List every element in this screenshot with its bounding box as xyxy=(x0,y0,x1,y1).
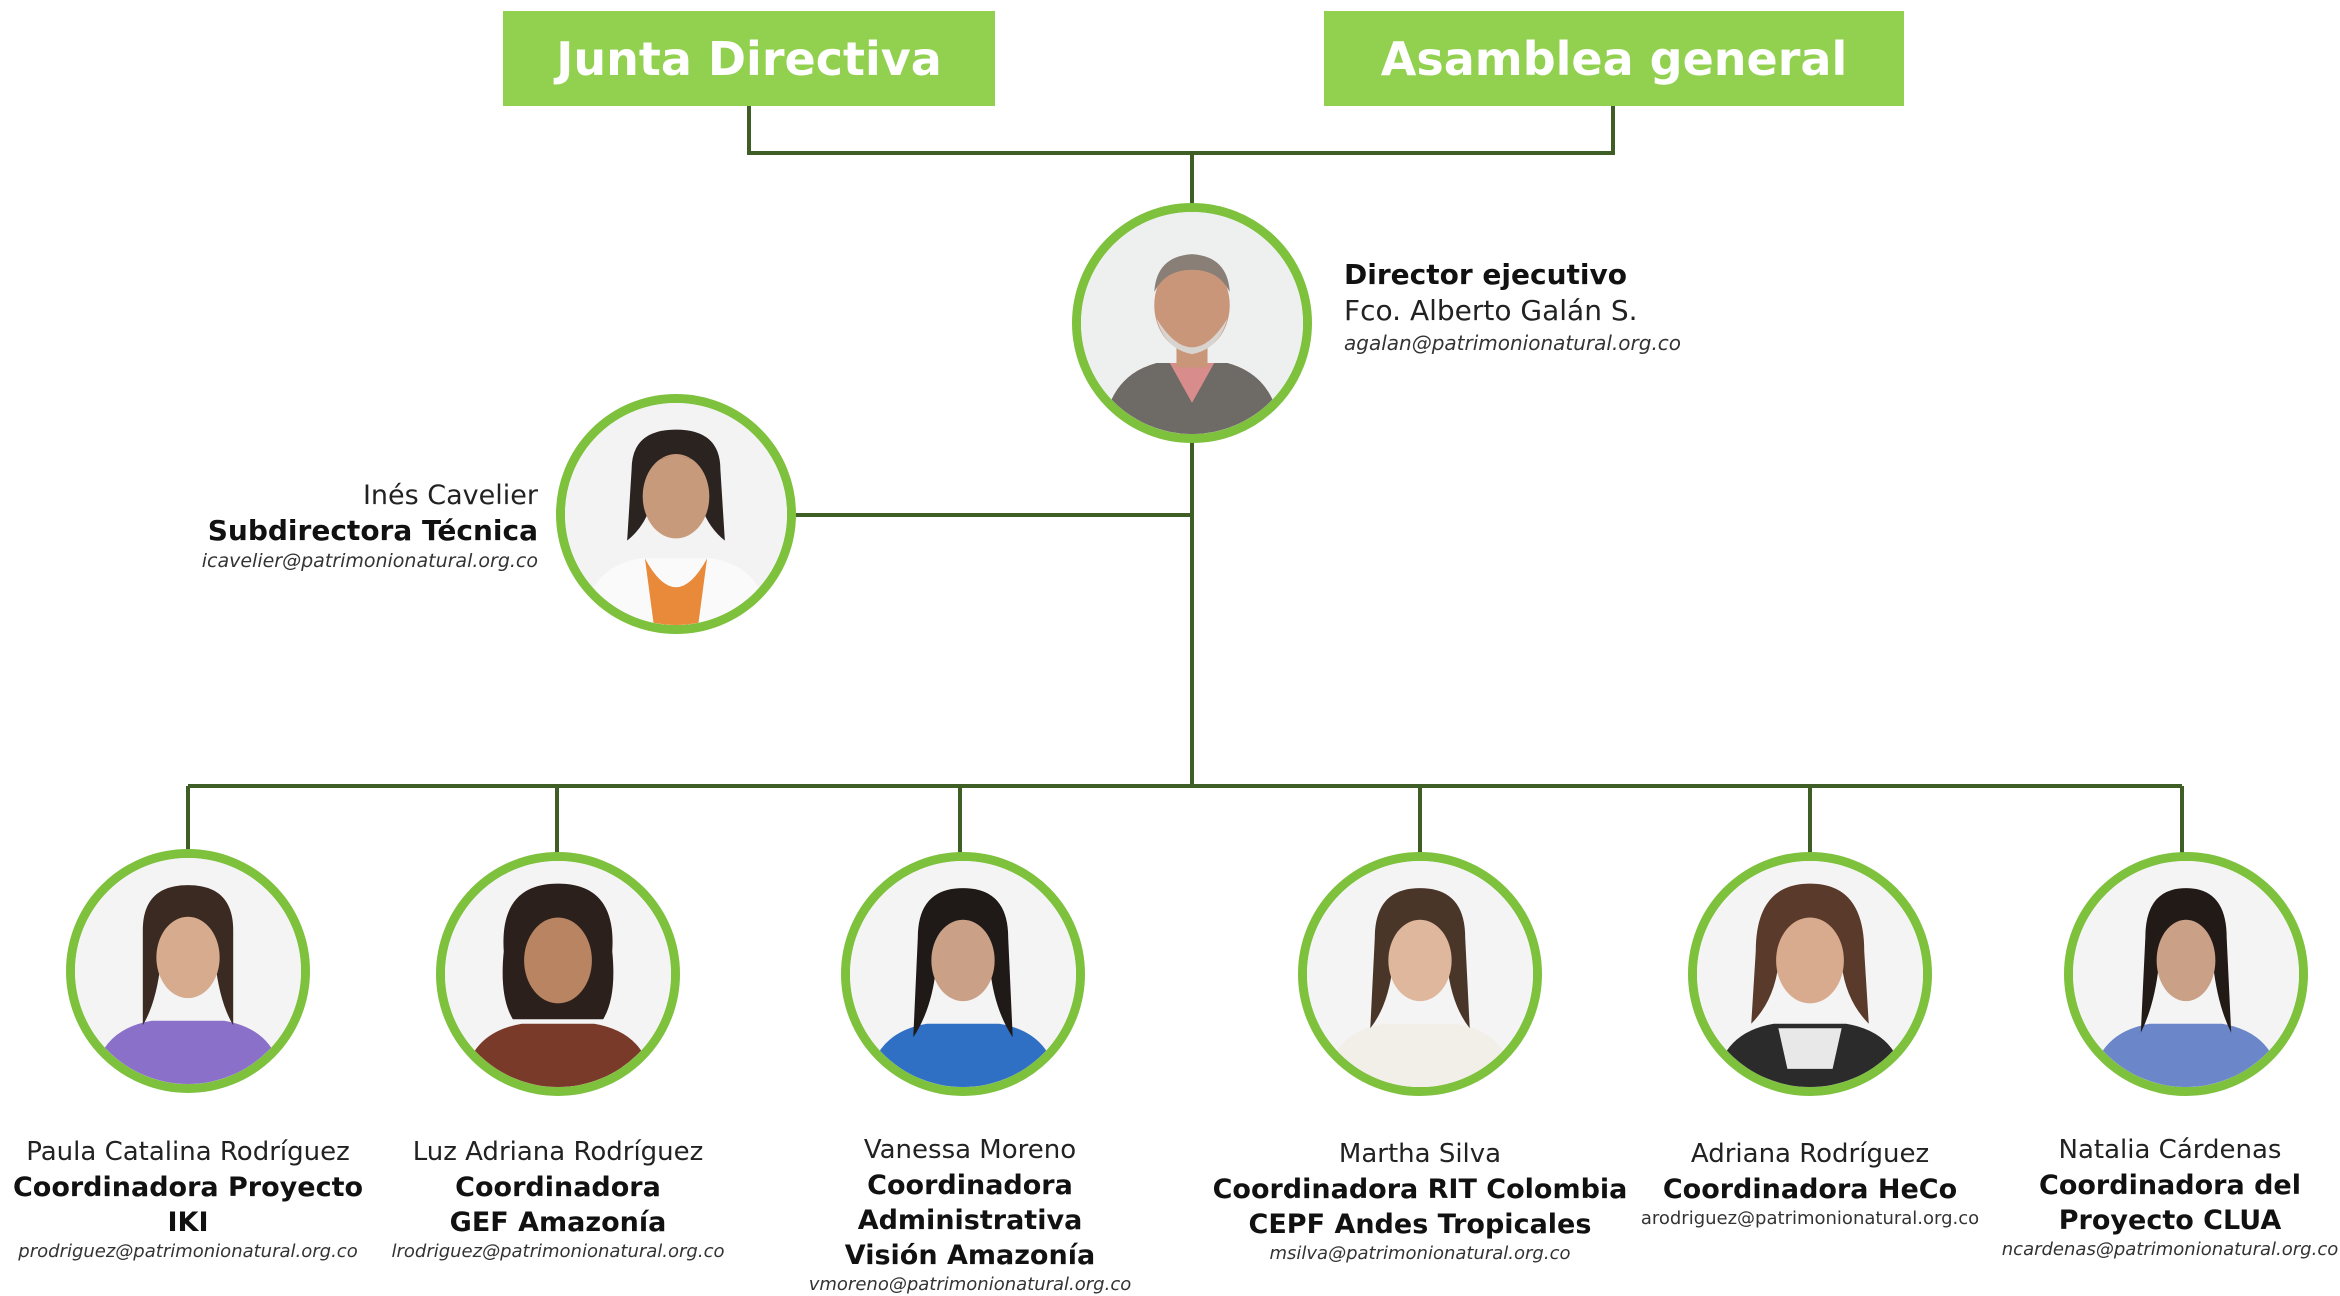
staff-role-line: Coordinadora xyxy=(455,1171,661,1203)
person-portrait-icon xyxy=(2073,861,2299,1087)
subdirectora-label: Inés Cavelier Subdirectora Técnica icave… xyxy=(202,478,538,574)
staff-photo-4 xyxy=(1298,852,1542,1096)
director-role: Director ejecutivo xyxy=(1344,258,1627,291)
person-portrait-icon xyxy=(445,861,671,1087)
staff-label-1: Paula Catalina Rodríguez Coordinadora Pr… xyxy=(0,1136,376,1263)
asamblea-general-label: Asamblea general xyxy=(1380,31,1848,86)
staff-email: vmoreno@patrimonionatural.org.co xyxy=(808,1274,1132,1296)
person-portrait-icon xyxy=(565,403,787,625)
director-label: Director ejecutivo Fco. Alberto Galán S.… xyxy=(1344,257,1681,356)
staff-photo-1 xyxy=(66,849,310,1093)
staff-email: arodriguez@patrimonionatural.org.co xyxy=(1640,1207,1980,1229)
org-connector-lines xyxy=(186,106,2184,855)
person-portrait-icon xyxy=(1081,212,1303,434)
staff-photo-5 xyxy=(1688,852,1932,1096)
person-portrait-icon xyxy=(1307,861,1533,1087)
staff-label-3: Vanessa Moreno Coordinadora Administrati… xyxy=(760,1134,1180,1296)
staff-role-line: Visión Amazonía xyxy=(844,1239,1096,1271)
staff-photo-3 xyxy=(841,852,1085,1096)
staff-email: lrodriguez@patrimonionatural.org.co xyxy=(391,1240,725,1262)
subdirectora-role: Subdirectora Técnica xyxy=(207,514,538,548)
junta-directiva-label: Junta Directiva xyxy=(556,31,942,86)
staff-name: Natalia Cárdenas xyxy=(2058,1135,2282,1165)
subdirectora-photo xyxy=(556,394,796,634)
staff-email: ncardenas@patrimonionatural.org.co xyxy=(2001,1238,2339,1260)
asamblea-general-box: Asamblea general xyxy=(1324,11,1904,106)
staff-name: Adriana Rodríguez xyxy=(1690,1139,1930,1169)
staff-name: Luz Adriana Rodríguez xyxy=(412,1137,704,1167)
staff-role-line: Proyecto CLUA xyxy=(2058,1204,2282,1236)
staff-role-line: GEF Amazonía xyxy=(449,1206,667,1238)
person-portrait-icon xyxy=(850,861,1076,1087)
staff-role-line: Coordinadora del xyxy=(2039,1169,2301,1201)
staff-label-5: Adriana Rodríguez Coordinadora HeCo arod… xyxy=(1630,1138,1990,1230)
junta-directiva-box: Junta Directiva xyxy=(503,11,995,106)
staff-role-line: Coordinadora HeCo xyxy=(1662,1173,1958,1205)
person-portrait-icon xyxy=(75,858,301,1084)
staff-name: Vanessa Moreno xyxy=(863,1135,1077,1165)
staff-name: Paula Catalina Rodríguez xyxy=(26,1137,350,1167)
staff-role-line: Coordinadora Proyecto IKI xyxy=(12,1171,364,1238)
director-name: Fco. Alberto Galán S. xyxy=(1344,294,1638,328)
staff-role-line: Coordinadora RIT Colombia xyxy=(1212,1173,1628,1205)
staff-photo-2 xyxy=(436,852,680,1096)
staff-email: prodriguez@patrimonionatural.org.co xyxy=(18,1240,358,1262)
staff-label-2: Luz Adriana Rodríguez Coordinadora GEF A… xyxy=(386,1136,730,1263)
staff-role-line: CEPF Andes Tropicales xyxy=(1248,1208,1592,1240)
director-email: agalan@patrimonionatural.org.co xyxy=(1344,330,1682,355)
staff-photo-6 xyxy=(2064,852,2308,1096)
person-portrait-icon xyxy=(1697,861,1923,1087)
subdirectora-email: icavelier@patrimonionatural.org.co xyxy=(201,550,538,573)
staff-label-4: Martha Silva Coordinadora RIT Colombia C… xyxy=(1210,1138,1630,1265)
subdirectora-name: Inés Cavelier xyxy=(362,480,538,511)
staff-role-line: Coordinadora Administrativa xyxy=(857,1169,1083,1236)
staff-email: msilva@patrimonionatural.org.co xyxy=(1269,1242,1571,1264)
staff-label-6: Natalia Cárdenas Coordinadora del Proyec… xyxy=(2000,1134,2340,1261)
director-photo xyxy=(1072,203,1312,443)
staff-name: Martha Silva xyxy=(1338,1139,1502,1169)
